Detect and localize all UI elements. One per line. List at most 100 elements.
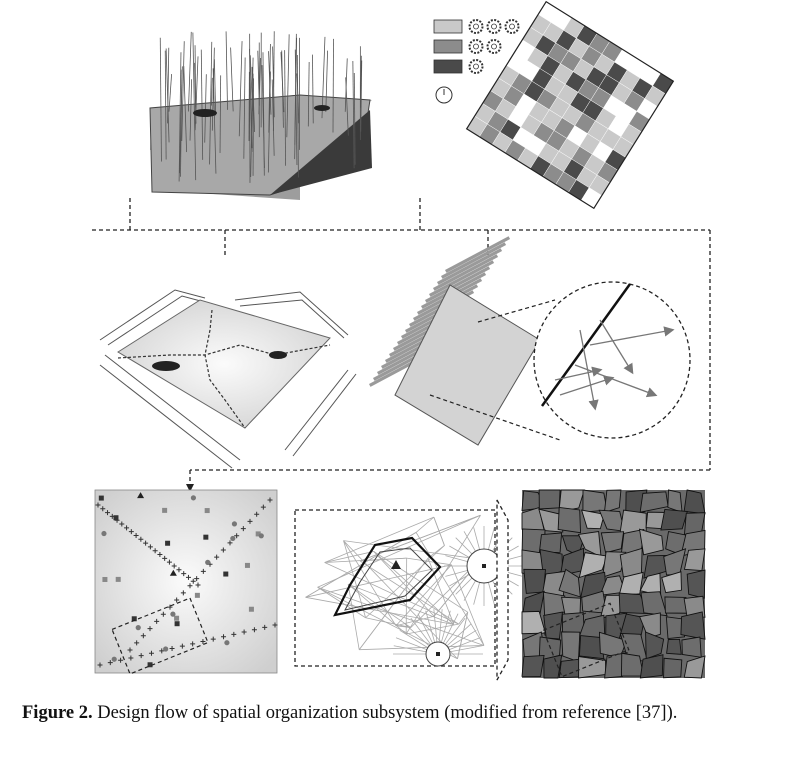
- spike-line: [262, 52, 265, 176]
- triangulation-edge: [457, 612, 469, 659]
- cross-mark: [157, 552, 163, 558]
- voronoi-cell: [603, 489, 622, 514]
- gear-icon: [486, 39, 502, 54]
- spike-line: [165, 48, 170, 143]
- vector-arrow: [554, 366, 603, 381]
- circle-mark: [231, 521, 238, 527]
- spike-line: [360, 60, 363, 132]
- spike-line: [230, 47, 234, 112]
- gear-hub: [473, 63, 479, 70]
- triangle-mark: [137, 492, 145, 499]
- caption-text: Design flow of spatial organization subs…: [92, 703, 678, 723]
- circle-mark: [224, 640, 230, 646]
- vector-arrow: [559, 375, 615, 396]
- panel-rotated-grid: [465, 0, 675, 210]
- circle-mark: [111, 656, 117, 662]
- triangulation-edge: [451, 564, 485, 646]
- gear-hub: [509, 23, 515, 30]
- cross-mark: [167, 604, 173, 610]
- spike-line: [214, 59, 217, 116]
- hatch-bar: [444, 236, 511, 273]
- voronoi-cell: [600, 531, 625, 554]
- spike-line: [252, 78, 254, 176]
- cross-mark: [179, 643, 185, 649]
- spike-line: [178, 52, 182, 182]
- cross-mark: [174, 597, 180, 603]
- spike-line: [211, 77, 213, 106]
- spike-line: [183, 66, 188, 153]
- spike-line: [187, 31, 192, 112]
- gear-hub: [491, 23, 497, 30]
- cross-mark: [128, 655, 134, 661]
- circle-mark: [190, 495, 197, 501]
- gear-icon: [504, 19, 520, 34]
- square-mark: [255, 531, 261, 537]
- cross-mark: [176, 567, 182, 573]
- voronoi-cell: [601, 551, 627, 578]
- cross-mark: [147, 626, 153, 632]
- gear-icon: [486, 19, 502, 34]
- cross-mark: [107, 660, 113, 666]
- voronoi-cell: [543, 654, 563, 679]
- cross-mark: [210, 636, 216, 642]
- cross-mark: [143, 540, 149, 546]
- voronoi-cell: [663, 657, 683, 679]
- cross-mark: [221, 634, 227, 640]
- cross-mark: [220, 547, 226, 553]
- cross-mark: [162, 555, 168, 561]
- square-mark: [204, 508, 210, 514]
- spike-line: [312, 54, 314, 124]
- voronoi-cell: [639, 612, 661, 639]
- dark-blob: [193, 109, 217, 117]
- cross-mark: [231, 631, 237, 637]
- cross-mark: [272, 622, 278, 628]
- cross-mark: [241, 629, 247, 635]
- cross-mark: [234, 533, 240, 539]
- triangulation-edge: [359, 514, 481, 562]
- voronoi-cell: [578, 656, 607, 679]
- gear-hub: [473, 43, 479, 50]
- spike-line: [200, 49, 204, 160]
- cross-mark: [262, 624, 268, 630]
- hatch-bar: [429, 260, 495, 297]
- spike-line: [345, 77, 349, 136]
- voronoi-cell: [558, 568, 581, 598]
- spike-line: [159, 37, 162, 162]
- cross-mark: [267, 497, 273, 503]
- spike-line: [353, 73, 356, 165]
- square-mark: [174, 621, 180, 627]
- spike-line: [192, 32, 197, 181]
- cross-mark: [134, 640, 140, 646]
- triangulation-edge: [406, 557, 452, 566]
- square-mark: [162, 507, 168, 513]
- spike-line: [307, 61, 310, 127]
- square-mark: [248, 606, 254, 612]
- legend: [433, 19, 520, 104]
- cross-mark: [147, 544, 153, 550]
- spike-line: [296, 54, 299, 178]
- voronoi-cell: [640, 591, 668, 617]
- cross-mark: [124, 525, 130, 531]
- hatch-bar: [441, 242, 507, 279]
- cross-mark: [127, 647, 133, 653]
- voronoi-cell: [538, 532, 563, 554]
- square-mark: [102, 576, 108, 582]
- voronoi-cell: [680, 611, 706, 640]
- cross-mark: [100, 506, 106, 512]
- cross-mark: [152, 548, 158, 554]
- spike-line: [181, 41, 185, 142]
- triangulation-edge: [395, 564, 452, 627]
- cross-mark: [254, 511, 260, 517]
- gear-icon: [468, 19, 484, 34]
- triangulation-edge: [324, 516, 435, 563]
- design-flow-diagram: [92, 0, 711, 681]
- voronoi-cell: [580, 509, 605, 530]
- spike-line: [204, 74, 207, 143]
- gear-hub: [473, 23, 479, 30]
- spike-line: [164, 50, 167, 160]
- gear-icon: [468, 59, 484, 74]
- legend-swatch: [433, 39, 463, 54]
- dark-blob: [314, 105, 330, 111]
- cross-mark: [159, 648, 165, 654]
- voronoi-cell: [523, 568, 546, 594]
